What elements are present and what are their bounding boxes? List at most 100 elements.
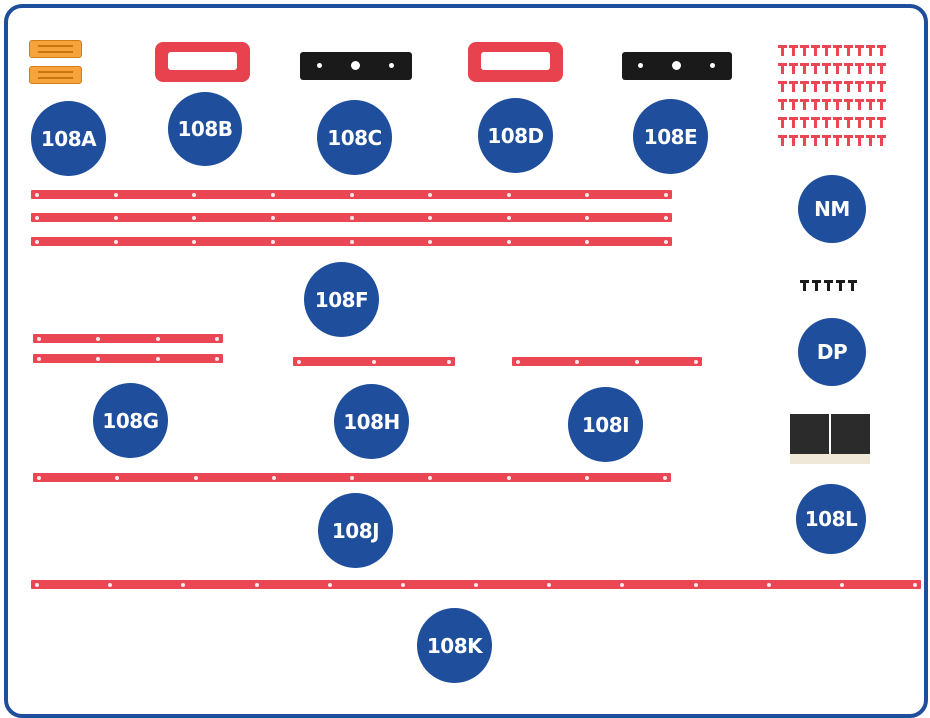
nm-screw	[866, 135, 875, 146]
badge-108e: 108E	[633, 99, 708, 174]
strip-hole	[428, 240, 433, 244]
nm-screw	[877, 117, 886, 128]
nm-screw	[833, 117, 842, 128]
badge-108h: 108H	[334, 384, 409, 459]
strip-hole	[108, 583, 113, 587]
nm-screw	[778, 81, 787, 92]
strip-hole	[620, 583, 625, 587]
badge-dp: DP	[798, 318, 866, 386]
strip-hole	[270, 240, 275, 244]
nm-screw	[789, 99, 798, 110]
part-108c-image	[300, 52, 412, 80]
strip-hole	[37, 476, 41, 480]
strip-hole	[192, 216, 197, 220]
strip-hole	[506, 193, 511, 197]
nm-screw	[833, 81, 842, 92]
nm-screw	[877, 135, 886, 146]
strip-hole	[155, 337, 160, 341]
strip-hole	[349, 216, 354, 220]
strip-hole	[506, 240, 511, 244]
nm-screw	[789, 45, 798, 56]
strip-hole	[428, 216, 433, 220]
strip-hole	[37, 337, 41, 341]
part-108f-strip	[31, 190, 672, 199]
strip-hole	[474, 583, 478, 587]
badge-108j: 108J	[318, 493, 393, 568]
strip-hole	[506, 476, 511, 480]
nm-screw	[800, 117, 809, 128]
strip-hole	[35, 240, 39, 244]
nm-screw	[877, 81, 886, 92]
nm-screw	[789, 135, 798, 146]
strip-hole	[271, 476, 276, 480]
nm-screw	[844, 117, 853, 128]
nm-screw	[789, 63, 798, 74]
nm-screw	[844, 135, 853, 146]
nm-screw	[877, 99, 886, 110]
nm-screw	[811, 63, 820, 74]
dp-screw	[836, 280, 845, 291]
strip-hole	[664, 193, 668, 197]
part-dp-image	[800, 280, 857, 291]
strip-hole	[839, 583, 844, 587]
strip-hole	[113, 216, 118, 220]
dp-screw	[824, 280, 833, 291]
strip-hole	[349, 240, 354, 244]
strip-hole	[35, 193, 39, 197]
dp-screw	[812, 280, 821, 291]
nm-screw	[811, 135, 820, 146]
nm-screw	[833, 63, 842, 74]
nm-screw	[866, 63, 875, 74]
nm-screw	[855, 117, 864, 128]
dp-screw	[848, 280, 857, 291]
strip-hole	[400, 583, 405, 587]
strip-hole	[193, 476, 198, 480]
part-108i-strip	[512, 357, 702, 366]
nm-screw	[778, 99, 787, 110]
badge-108l: 108L	[796, 484, 866, 554]
nm-screw	[800, 63, 809, 74]
nm-screw	[833, 135, 842, 146]
nm-screw	[811, 45, 820, 56]
strip-hole	[913, 583, 917, 587]
strip-hole	[96, 357, 101, 361]
strip-hole	[547, 583, 552, 587]
nm-screw	[822, 99, 831, 110]
nm-screw	[844, 81, 853, 92]
dp-screw	[800, 280, 809, 291]
strip-hole	[215, 357, 219, 361]
nm-screw	[778, 63, 787, 74]
strip-hole	[155, 357, 160, 361]
strip-hole	[428, 476, 433, 480]
strip-hole	[181, 583, 186, 587]
nm-screw	[855, 45, 864, 56]
strip-hole	[115, 476, 120, 480]
nm-screw	[855, 81, 864, 92]
nm-screw	[822, 117, 831, 128]
nm-screw	[855, 63, 864, 74]
nm-screw	[789, 81, 798, 92]
nm-screw	[822, 81, 831, 92]
part-108l-image	[790, 414, 870, 464]
nm-screw	[877, 63, 886, 74]
nm-screw	[800, 45, 809, 56]
nm-screw	[800, 99, 809, 110]
strip-hole	[693, 583, 698, 587]
badge-108b: 108B	[168, 92, 242, 166]
nm-screw	[855, 99, 864, 110]
badge-108g: 108G	[93, 383, 168, 458]
nm-screw	[822, 135, 831, 146]
nm-screw	[866, 117, 875, 128]
strip-hole	[634, 360, 639, 364]
strip-hole	[96, 337, 101, 341]
part-108f-strip	[31, 213, 672, 222]
nm-screw	[789, 117, 798, 128]
strip-hole	[297, 360, 301, 364]
strip-hole	[350, 476, 354, 480]
strip-hole	[516, 360, 520, 364]
part-nm-image	[778, 45, 886, 146]
nm-screw	[866, 99, 875, 110]
strip-hole	[349, 193, 354, 197]
strip-hole	[113, 240, 118, 244]
nm-screw	[778, 45, 787, 56]
